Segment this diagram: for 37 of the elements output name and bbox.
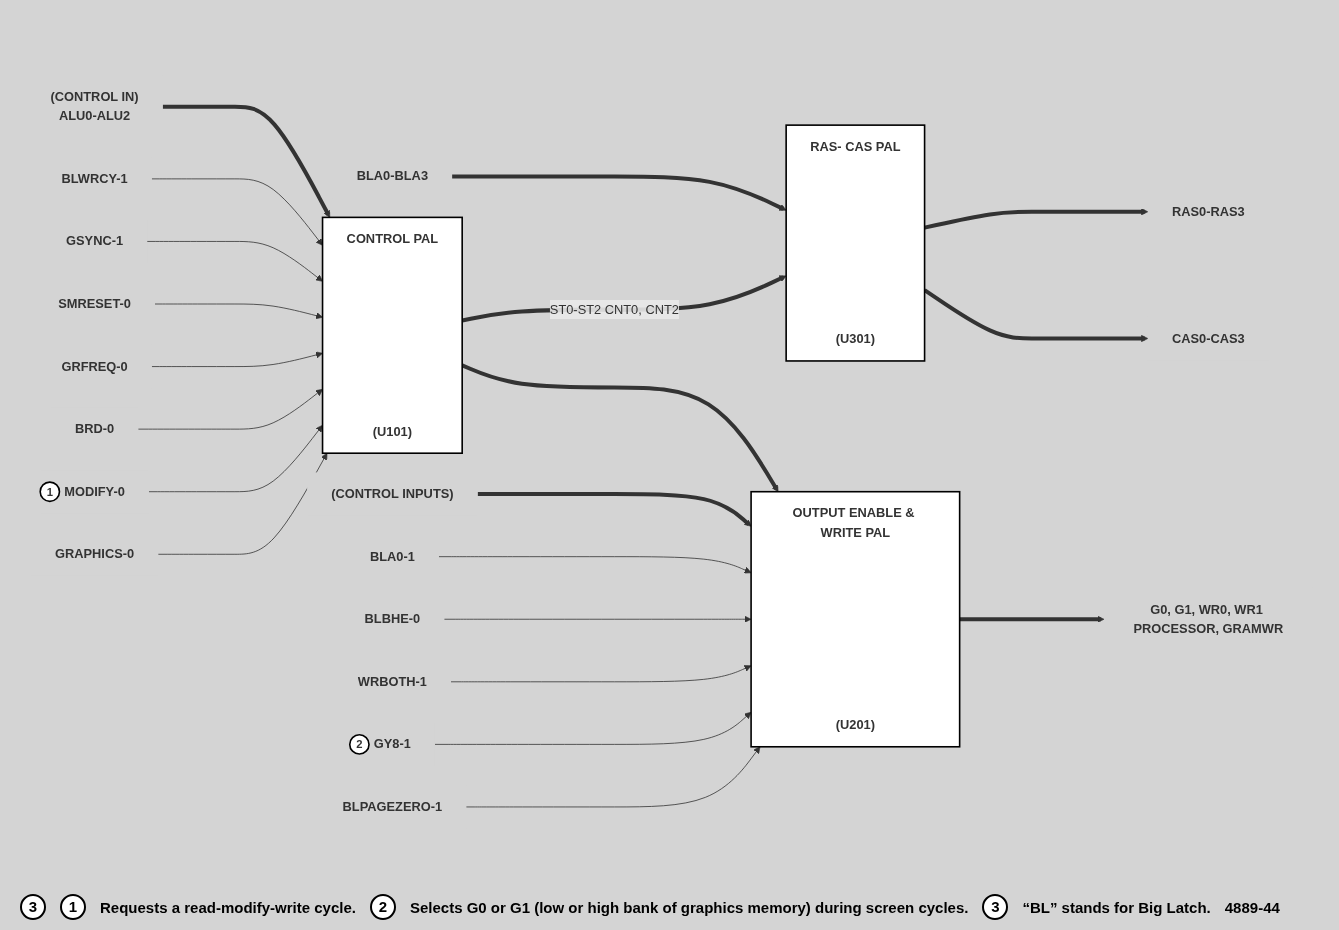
node-text: BLA0-BLA3 [356, 169, 429, 183]
node-text: (CONTROL IN) ALU0-ALU2 [50, 89, 139, 123]
callout-number: 1 [60, 894, 86, 920]
node-text: BLA0-1 [369, 549, 415, 564]
node-text: GRAPHICS-0 [54, 547, 135, 561]
edge-label: ST0-ST2 CNT0, CNT2 [549, 302, 679, 317]
node-text: BLPAGEZERO-1 [342, 799, 443, 814]
note-text: Selects G0 or G1 (low or high bank of graphics memory) during screen cycles. [409, 898, 969, 916]
node-text: BRD-0 [74, 421, 115, 436]
arrow [452, 174, 787, 211]
node-text: BLWRCY-1 [61, 171, 128, 186]
node-text: GY8-1 [373, 737, 411, 751]
node-box: RAS- CAS PAL (U301) [785, 124, 926, 362]
callout-number: 3 [20, 894, 46, 920]
node-box: CONTROL PAL (U101) [321, 216, 463, 454]
callout-number: 3 [982, 894, 1009, 920]
callout-number: 1 [39, 481, 61, 503]
arrow [162, 104, 331, 218]
note-text: Requests a read-modify-write cycle. [100, 898, 356, 916]
node-text: WRBOTH-1 [357, 674, 427, 689]
arrow [924, 208, 1149, 230]
node-text: G0, G1, WR0, WR1 PROCESSOR, GRAMWR [1133, 602, 1284, 636]
arrow [477, 492, 752, 527]
note-text: 4889-44 [1224, 898, 1280, 916]
node-text: BLBHE-0 [364, 612, 421, 626]
node-text: MODIFY-0 [64, 484, 125, 499]
node-text: GRFREQ-0 [61, 359, 128, 373]
callout-number: 2 [348, 733, 370, 755]
node-text: (CONTROL INPUTS) [331, 486, 454, 501]
node-text: GSYNC-1 [66, 234, 124, 248]
node-text: SMRESET-0 [58, 296, 131, 311]
node-box: OUTPUT ENABLE & WRITE PAL (U201) [750, 490, 961, 748]
node-text: RAS0-RAS3 [1171, 204, 1245, 219]
arrow [959, 615, 1105, 623]
note-text: “BL” stands for Big Latch. [1022, 898, 1211, 916]
node-text: CAS0-CAS3 [1171, 331, 1245, 345]
callout-number: 2 [369, 894, 396, 920]
